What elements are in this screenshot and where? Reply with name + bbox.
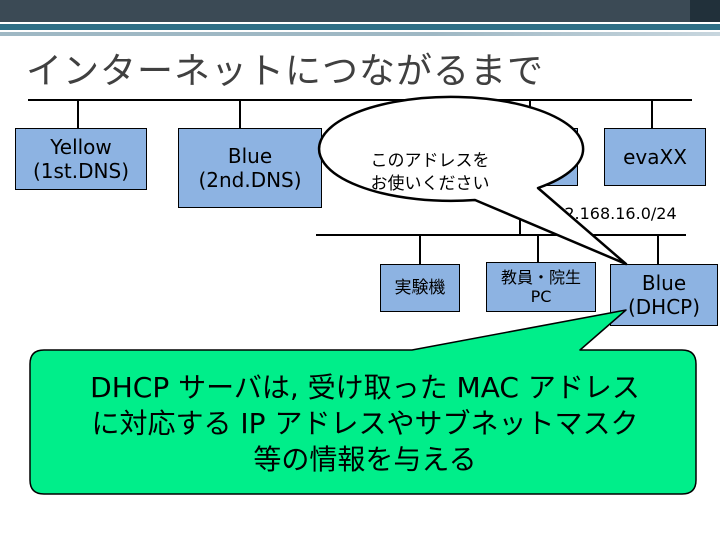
speech-bubble-text: このアドレスを お使いください bbox=[330, 150, 530, 196]
speech-bubble-line-2: お使いください bbox=[370, 173, 490, 194]
header-accent bbox=[690, 0, 720, 22]
header-stripe bbox=[0, 24, 720, 30]
callout-line-2: に対応する IP アドレスやサブネットマスク bbox=[91, 406, 639, 440]
host-blue-dns: Blue (2nd.DNS) bbox=[178, 128, 322, 208]
host-blue-dns-name: Blue bbox=[227, 144, 273, 168]
host-blue-dhcp: Blue (DHCP) bbox=[610, 264, 718, 326]
host-kyoin-pc: 教員・院生 PC bbox=[486, 262, 596, 312]
host-yellow-role: (1st.DNS) bbox=[32, 159, 129, 183]
callout-line-3: 等の情報を与える bbox=[253, 442, 477, 476]
speech-bubble-shape bbox=[317, 95, 628, 266]
slide-title: インターネットにつながるまで bbox=[26, 51, 545, 92]
host-blue-dns-role: (2nd.DNS) bbox=[198, 168, 302, 192]
host-blue-dhcp-name: Blue bbox=[641, 271, 687, 295]
host-yellow-dns: Yellow (1st.DNS) bbox=[15, 128, 147, 190]
host-jikkenki: 実験機 bbox=[380, 264, 460, 312]
host-jikkenki-name: 実験機 bbox=[394, 277, 446, 298]
subnet-label: 192.168.16.0/24 bbox=[544, 204, 677, 223]
host-kyoin-name: 教員・院生 bbox=[500, 267, 581, 287]
header-stripe-light bbox=[0, 32, 720, 36]
host-evaxx-name: evaXX bbox=[623, 145, 687, 169]
host-kyoin-type: PC bbox=[530, 287, 552, 306]
green-callout-shape bbox=[29, 309, 697, 495]
callout-line-1: DHCP サーバは, 受け取った MAC アドレス bbox=[90, 371, 640, 404]
host-blue-dhcp-role: (DHCP) bbox=[627, 295, 701, 319]
header-band bbox=[0, 0, 720, 22]
callout-text: DHCP サーバは, 受け取った MAC アドレス に対応する IP アドレスや… bbox=[40, 370, 690, 477]
host-evaxx: evaXX bbox=[604, 128, 706, 186]
host-yellow-name: Yellow bbox=[50, 135, 112, 159]
speech-bubble-line-1: このアドレスを bbox=[370, 151, 490, 171]
